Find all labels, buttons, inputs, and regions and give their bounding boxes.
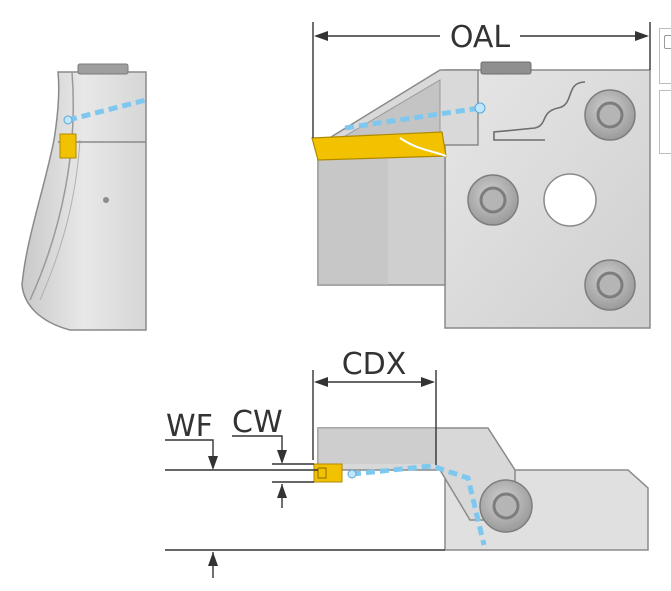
thumbnail-frame-top[interactable]: [659, 28, 671, 84]
cw-label: CW: [232, 405, 283, 440]
top-view-coolant-channel: [351, 463, 487, 546]
top-view: [313, 427, 649, 551]
top-view-insert-mark: [317, 467, 327, 479]
clipped-tool-icon: [664, 35, 671, 49]
cdx-label: CDX: [342, 347, 407, 382]
top-view-coolant-outlet: [347, 469, 357, 479]
front-view: [311, 61, 651, 329]
side-view-pin: [103, 197, 109, 203]
side-view-curve: [29, 71, 74, 301]
front-view-blade: [317, 149, 446, 286]
side-view: [21, 63, 147, 331]
thumbnail-frame-bottom[interactable]: [659, 90, 671, 154]
oal-dimension: OAL: [312, 20, 651, 138]
side-view-body: [21, 71, 147, 331]
front-view-blade-shade: [318, 150, 388, 285]
front-view-top-screw: [480, 61, 532, 75]
side-view-top-cap: [77, 63, 129, 75]
front-view-through-hole: [543, 173, 597, 227]
wf-dimension: WF: [165, 409, 218, 578]
side-view-coolant-outlet: [63, 115, 73, 125]
top-view-blade-shade: [318, 428, 436, 464]
front-view-bolt-bottom-right: [584, 259, 636, 311]
oal-label: OAL: [450, 20, 511, 55]
side-view-insert: [59, 133, 77, 159]
cdx-dimension: CDX: [312, 347, 437, 465]
reference-lines: [165, 463, 445, 551]
top-view-bolt: [479, 479, 533, 533]
wf-label: WF: [166, 409, 213, 444]
side-view-curve-inner: [39, 139, 81, 301]
front-view-coolant-outlet: [474, 102, 486, 114]
front-view-spring-slot: [493, 81, 586, 141]
front-view-coolant-channel: [344, 105, 481, 131]
front-view-insert-chipbreaker: [399, 137, 447, 157]
cw-dimension: CW: [232, 405, 287, 508]
front-view-bolt-top-right: [584, 89, 636, 141]
front-view-bolt-middle-left: [467, 174, 519, 226]
